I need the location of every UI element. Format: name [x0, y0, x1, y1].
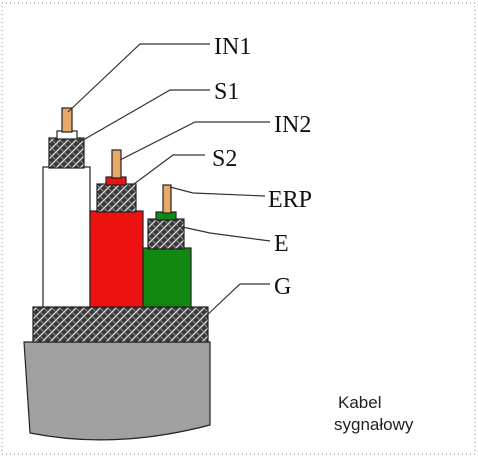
caption-line-1: Kabel: [338, 393, 381, 412]
label-in2: IN2: [274, 112, 311, 138]
label-e: E: [274, 231, 289, 257]
white-core: [42, 166, 91, 308]
label-g: G: [274, 274, 291, 300]
label-in1: IN1: [214, 34, 251, 60]
leader-line-s1: [77, 89, 210, 144]
label-s2: S2: [212, 146, 237, 172]
braid-s2: [96, 183, 137, 213]
copper-wire-in2: [111, 149, 122, 179]
overall-shield-g: [32, 306, 209, 343]
leader-line-in2: [119, 121, 270, 161]
leader-line-s2: [129, 154, 205, 188]
label-s1: S1: [214, 79, 239, 105]
leader-line-g: [203, 283, 270, 319]
leader-line-erp: [169, 186, 266, 197]
copper-wire-in1: [61, 107, 73, 133]
braid-e: [147, 218, 185, 250]
leader-line-e: [177, 225, 271, 242]
caption-line-2: sygnałowy: [334, 415, 414, 434]
leader-line-in1: [67, 43, 210, 113]
outer-jacket: [23, 341, 211, 441]
label-erp: ERP: [268, 187, 312, 213]
copper-wire-erp: [162, 184, 172, 214]
green-core: [142, 247, 192, 308]
red-core: [89, 210, 144, 308]
